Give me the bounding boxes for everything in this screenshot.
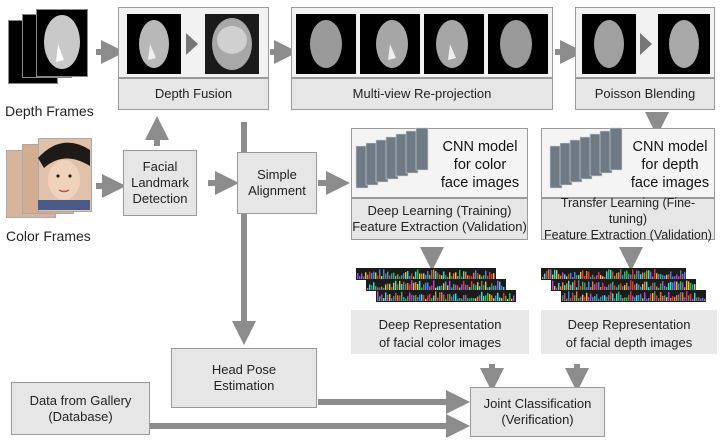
cnn-color-line-2: for color xyxy=(453,157,507,173)
poisson-input-image xyxy=(582,14,636,74)
joint-line-1: Joint Classification xyxy=(483,396,592,411)
landmark-detection-box: Facial Landmark Detection xyxy=(123,150,197,216)
simple-alignment-box: Simple Alignment xyxy=(237,152,317,214)
joint-classification-box: Joint Classification (Verification) xyxy=(470,387,605,437)
reprojection-view-3 xyxy=(424,14,484,74)
cnn-color-caption: Deep Learning (Training) Feature Extract… xyxy=(351,198,528,240)
reprojection-label: Multi-view Re-projection xyxy=(291,78,553,110)
cnn-color-caption-1: Deep Learning (Training) xyxy=(367,203,512,218)
gallery-line-2: (Database) xyxy=(48,408,113,424)
deep-rep-depth-line-1: Deep Representation xyxy=(567,317,691,332)
cnn-color-caption-2: Feature Extraction (Validation) xyxy=(352,219,527,234)
reprojection-view-4 xyxy=(488,14,548,74)
deep-rep-color-line-2: of facial color images xyxy=(378,335,502,350)
deep-rep-depth-line-2: of facial depth images xyxy=(565,335,693,350)
cnn-color-line-3: face images xyxy=(440,175,520,191)
cnn-color-line-1: CNN model xyxy=(442,139,518,155)
alignment-line-2: Alignment xyxy=(248,183,306,198)
fused-depth-image xyxy=(127,14,181,74)
cnn-depth-line-3: face images xyxy=(630,175,710,191)
fused-mesh-image xyxy=(205,14,259,74)
poisson-output-image xyxy=(658,14,710,74)
gallery-box: Data from Gallery (Database) xyxy=(11,382,150,435)
cnn-depth-caption-2: Feature Extraction (Validation) xyxy=(544,228,712,242)
reprojection-view-2 xyxy=(360,14,420,74)
gallery-line-1: Data from Gallery xyxy=(29,392,132,408)
cnn-depth-line-1: CNN model xyxy=(632,139,708,155)
head-pose-line-2: Estimation xyxy=(213,378,275,393)
cnn-depth-model-text: CNN model for depth face images xyxy=(624,138,716,192)
color-frames-label: Color Frames xyxy=(6,228,91,244)
joint-line-2: (Verification) xyxy=(501,412,574,427)
deep-rep-color-line-1: Deep Representation xyxy=(378,317,502,332)
reprojection-view-1 xyxy=(296,14,356,74)
landmark-line-1: Facial xyxy=(142,159,178,174)
cnn-depth-caption: Transfer Learning (Fine-tuning) Feature … xyxy=(541,196,715,242)
cnn-depth-model-box xyxy=(541,128,715,198)
deep-rep-depth-box: Deep Representation of facial depth imag… xyxy=(541,310,717,354)
cnn-color-model-text: CNN model for color face images xyxy=(432,138,528,192)
deep-rep-color-box: Deep Representation of facial color imag… xyxy=(351,310,529,354)
head-pose-line-1: Head Pose xyxy=(211,362,277,377)
depth-fusion-label: Depth Fusion xyxy=(118,78,269,110)
cnn-depth-line-2: for depth xyxy=(641,157,699,173)
alignment-line-1: Simple xyxy=(257,167,297,182)
landmark-line-3: Detection xyxy=(132,191,188,206)
landmark-line-2: Landmark xyxy=(131,175,189,190)
poisson-label: Poisson Blending xyxy=(575,78,715,110)
cnn-depth-caption-1: Transfer Learning (Fine-tuning) xyxy=(560,196,696,226)
head-pose-box: Head Pose Estimation xyxy=(171,348,317,408)
depth-frames-label: Depth Frames xyxy=(5,103,94,119)
